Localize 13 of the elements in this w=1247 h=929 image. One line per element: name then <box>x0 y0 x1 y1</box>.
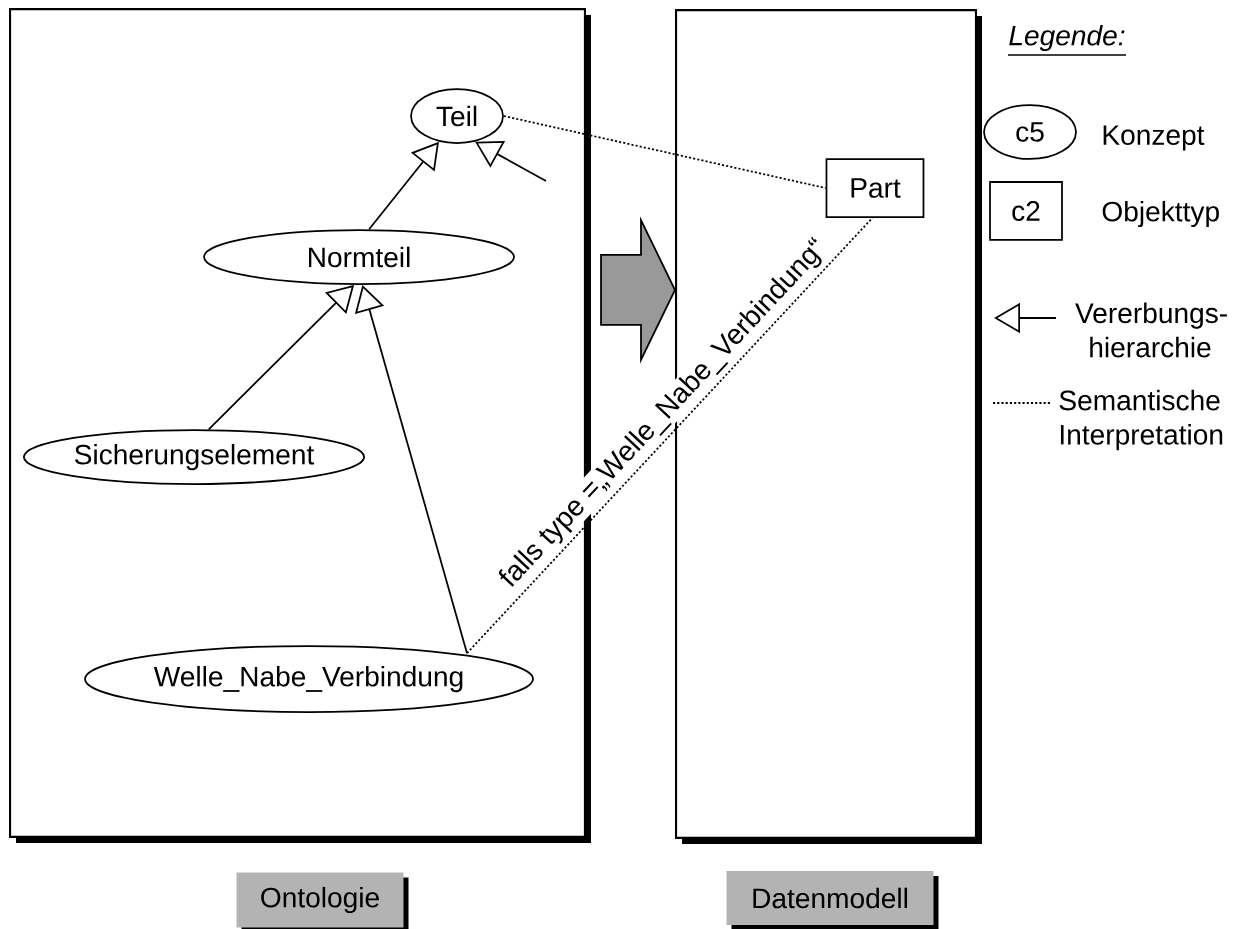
legend-text: Semantische Interpretation <box>1059 389 1223 451</box>
legend-text: Konzept <box>1103 125 1205 151</box>
panel-title: Datenmodell <box>726 871 939 929</box>
legend-heading: Legende: <box>1009 24 1125 52</box>
legend-text: Objekttyp <box>1102 200 1219 228</box>
object-type-box: Part <box>825 158 925 218</box>
dotted-line <box>466 217 874 655</box>
legend-text: Vererbungs- hierarchie <box>1075 302 1227 358</box>
legend-box: c2 <box>989 181 1063 241</box>
block-arrow <box>600 216 676 364</box>
dotted-line <box>503 115 827 189</box>
panel-title: Ontologie <box>236 872 409 929</box>
inheritance-arrow <box>475 141 547 182</box>
